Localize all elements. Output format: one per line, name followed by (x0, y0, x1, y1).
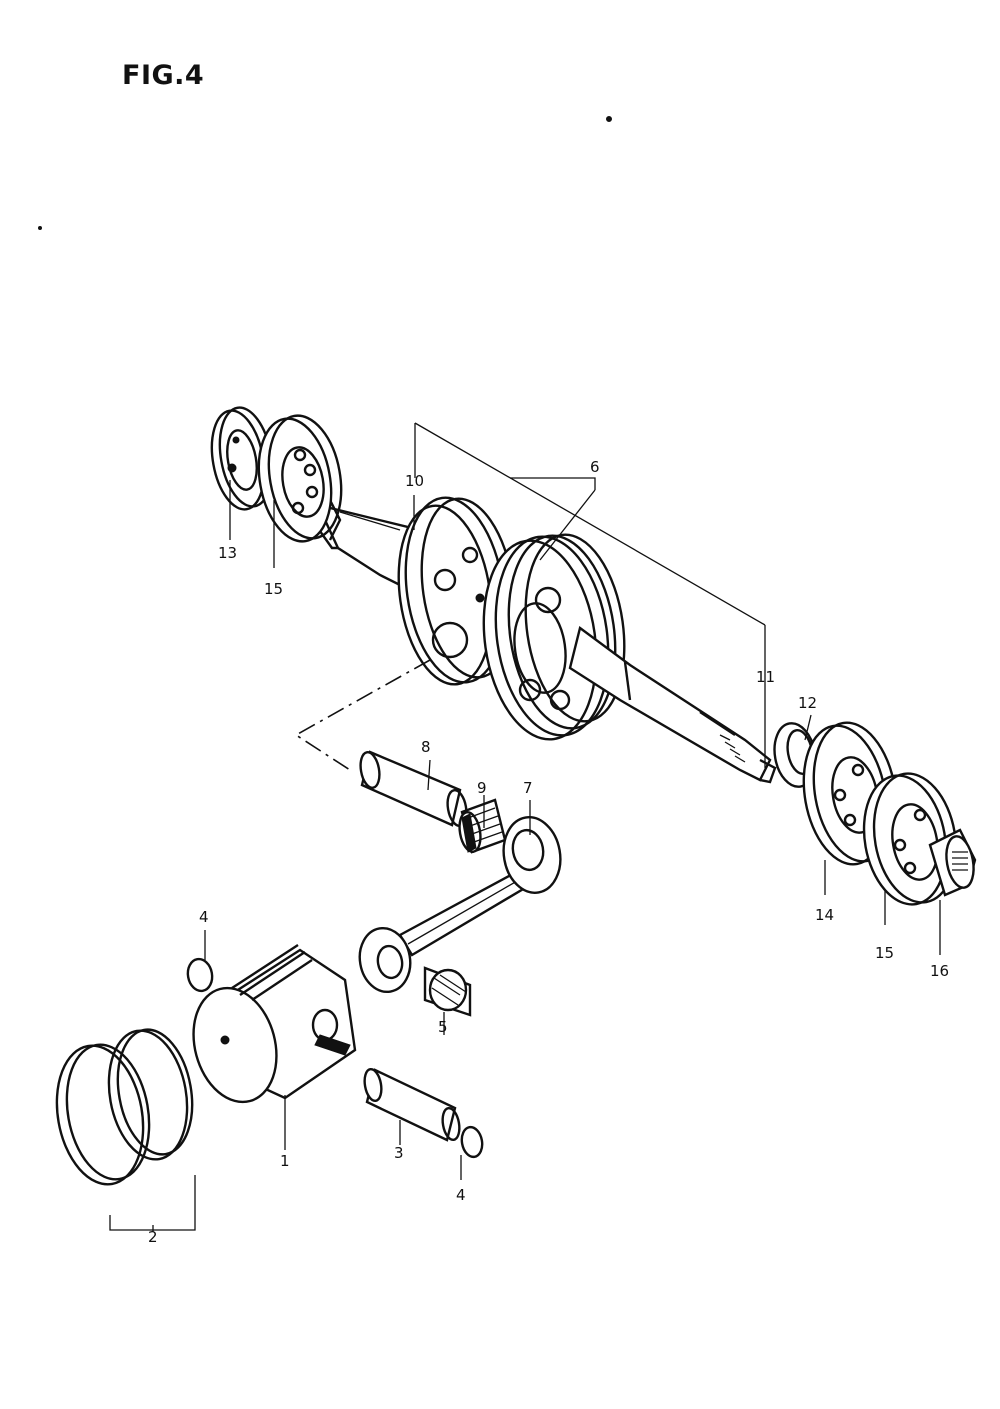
label-part-4-lower: 4 (456, 1186, 466, 1204)
bearing-left-inner-15 (257, 414, 343, 543)
label-part-13: 13 (218, 544, 237, 562)
circlip-upper-4 (186, 957, 214, 993)
piston-rings-2 (55, 1028, 196, 1231)
oil-seal-16 (928, 828, 977, 897)
label-part-2: 2 (148, 1228, 158, 1246)
crankshaft-right-shaft (568, 625, 777, 784)
needle-bearing-5 (423, 966, 472, 1017)
label-part-12: 12 (798, 694, 817, 712)
label-part-11: 11 (756, 668, 775, 686)
bearing-right-15 (862, 772, 958, 906)
label-part-6: 6 (590, 458, 600, 476)
speck (606, 116, 612, 122)
label-part-14: 14 (815, 906, 834, 924)
crank-flywheel-right (482, 533, 626, 741)
speck (38, 226, 42, 230)
label-part-8: 8 (421, 738, 431, 756)
label-part-10: 10 (405, 472, 424, 490)
leader-lines (152, 480, 941, 1232)
piston-pin-3 (363, 1067, 461, 1142)
connecting-rod-7 (358, 816, 562, 994)
crankshaft-assembly-bracket (414, 422, 766, 700)
label-part-1: 1 (280, 1152, 290, 1170)
crank-pin-8 (359, 750, 468, 827)
label-part-5: 5 (438, 1018, 448, 1036)
label-part-3: 3 (394, 1144, 404, 1162)
needle-bearing-9 (458, 798, 507, 854)
circlip-lower-4 (460, 1125, 484, 1159)
label-part-9: 9 (477, 779, 487, 797)
label-part-7: 7 (523, 779, 533, 797)
figure-title: FIG.4 (122, 60, 205, 91)
label-part-15-left: 15 (264, 580, 283, 598)
crank-flywheel-left (397, 496, 516, 686)
piston-1 (192, 943, 357, 1104)
label-part-16: 16 (930, 962, 949, 980)
label-part-15-right: 15 (875, 944, 894, 962)
label-part-4-upper: 4 (199, 908, 209, 926)
